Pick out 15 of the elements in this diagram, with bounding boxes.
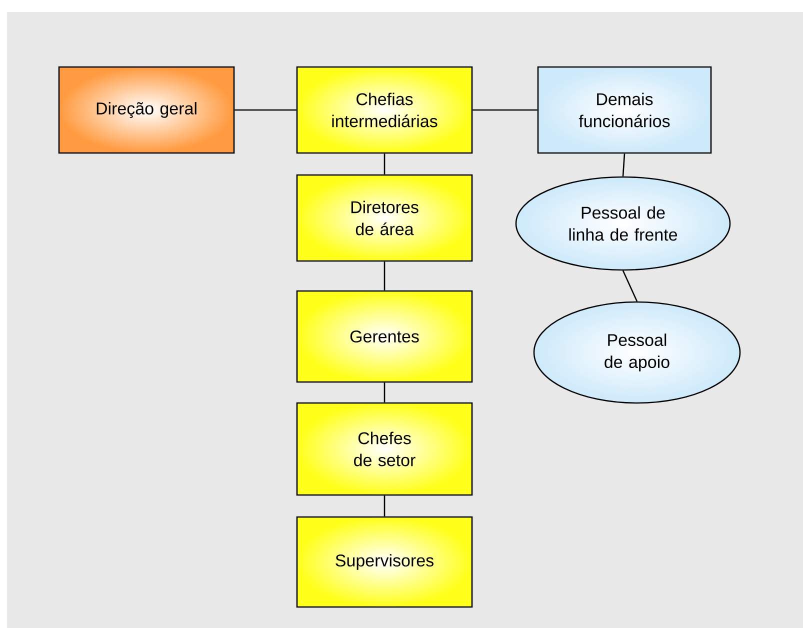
connector-line [384, 154, 386, 174]
connector-line [384, 496, 386, 516]
connector-line [384, 382, 386, 402]
org-box: Diretores de área [296, 174, 473, 262]
org-box: Chefias intermediárias [296, 66, 473, 154]
connector-line [234, 109, 296, 111]
connector-line [384, 262, 386, 290]
org-box: Direção geral [58, 66, 235, 154]
org-box: Demais funcionários [537, 66, 712, 154]
connector-line [472, 109, 538, 111]
org-box: Supervisores [296, 516, 473, 608]
connector-line [622, 270, 638, 302]
connector-line [622, 154, 626, 176]
org-box: Chefes de setor [296, 402, 473, 496]
org-box: Gerentes [296, 290, 473, 383]
